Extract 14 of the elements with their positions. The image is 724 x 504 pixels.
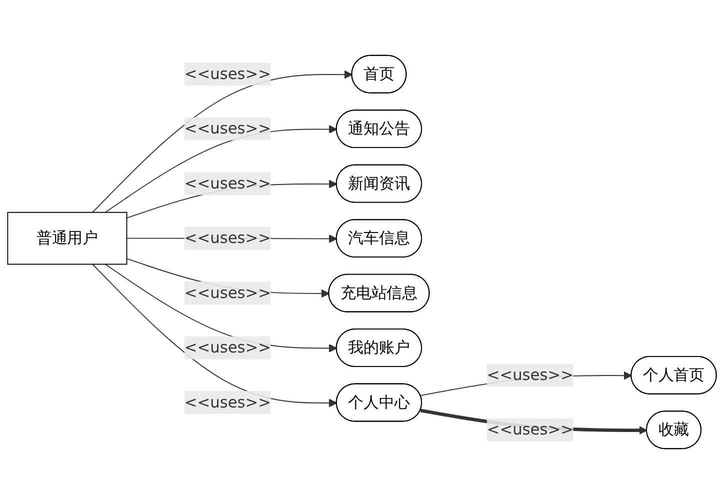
edge-label: <<uses>> [486,420,574,439]
edge-label: <<uses>> [184,338,272,356]
edge-label: <<uses>> [184,228,272,247]
node-box: 普通用户 [7,212,128,265]
edge-label: <<uses>> [486,366,574,384]
edge-label: <<uses>> [184,283,272,302]
edge-label: <<uses>> [184,119,272,138]
arrow [104,264,338,352]
arrow [104,125,338,213]
arrow [92,70,353,213]
edge-label: <<uses>> [184,64,272,83]
arrow [92,264,338,408]
edge-label: <<uses>> [184,392,272,412]
edge-label: <<uses>> [184,174,272,192]
